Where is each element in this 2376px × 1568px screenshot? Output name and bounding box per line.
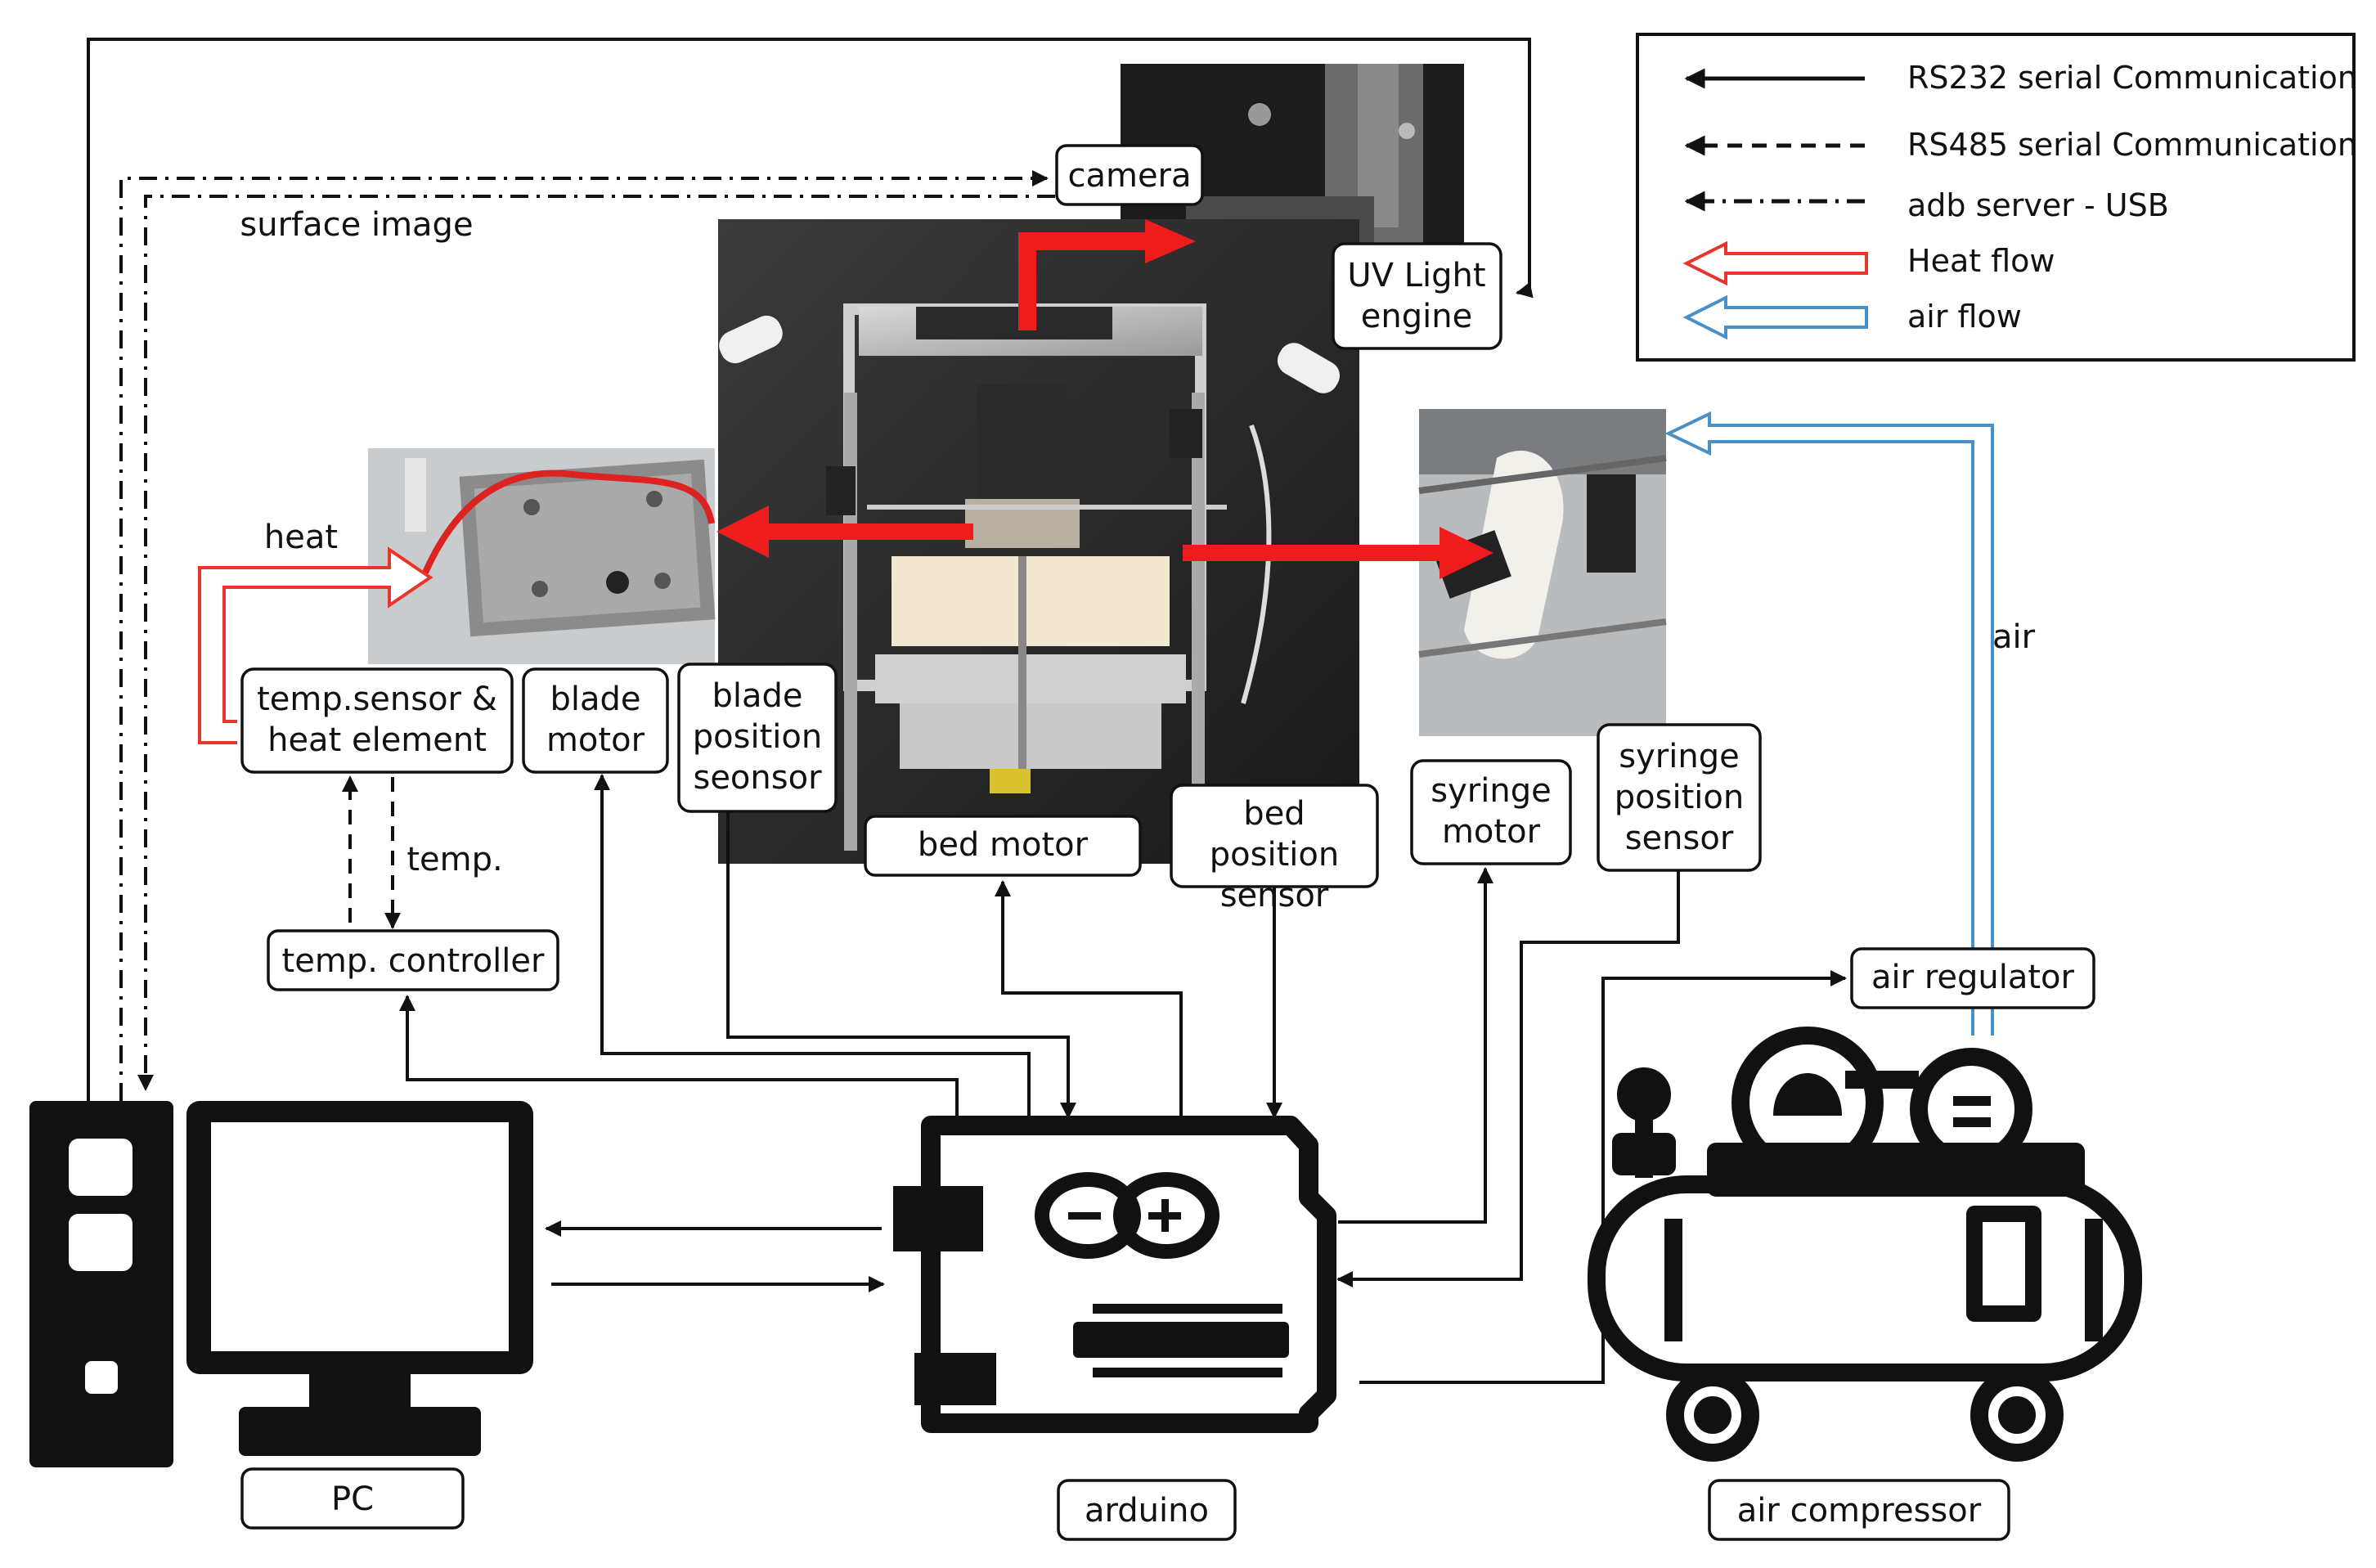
pc-label-box: [240, 1467, 465, 1530]
legend-air-arrow: [1682, 294, 1868, 340]
legend-heat-arrow: [1682, 240, 1868, 286]
blade-red-arrowhead: [716, 505, 769, 558]
legend-heat-label: Heat flow: [1907, 243, 2055, 279]
arduino-tempctrl-line: [399, 995, 959, 1122]
syringe-pos-line2: position: [1615, 779, 1744, 816]
legend-rs485-label: RS485 serial Communication: [1907, 127, 2357, 163]
bed-position-box: [1170, 784, 1379, 888]
temp-controller-label: temp. controller: [282, 942, 545, 980]
syringepos-arduino-line: [1336, 870, 1680, 1287]
air-compressor-label: air compressor: [1737, 1492, 1982, 1530]
pc-camera-adb-line: [119, 170, 1049, 1101]
pc-icon: [29, 1101, 533, 1467]
label-boxes: [240, 144, 2095, 1541]
arduino-label-box: [1057, 1479, 1237, 1541]
temp-sensor-line2: heat element: [267, 721, 487, 759]
pc-uv-rs232-line: [87, 38, 1531, 1101]
camera-pc-adb-line: [137, 195, 1055, 1091]
blade-pos-line3: seonsor: [693, 759, 822, 797]
legend: RS232 serial Communication RS485 serial …: [1636, 33, 2357, 362]
heat-element-photo: [368, 448, 716, 664]
pc-label: PC: [331, 1480, 374, 1518]
uv-red-path: [1018, 232, 1152, 330]
uv-label-line1: UV Light: [1347, 257, 1485, 294]
syringe-pos-line1: syringe: [1619, 738, 1739, 775]
arduino-syringemotor-line: [1338, 867, 1493, 1224]
labels: camera surface image UV Light engine hea…: [240, 157, 2074, 1530]
arduino-bedmotor-line: [995, 880, 1183, 1117]
arduino-blademotor-line: [594, 774, 1031, 1122]
pc-tower: [29, 1101, 173, 1467]
air-regulator-label: air regulator: [1871, 959, 2074, 996]
heat-flow-arrow: [198, 546, 433, 744]
blade-pos-line2: position: [693, 718, 822, 756]
temp-controller-box: [267, 929, 559, 991]
blade-position-box: [677, 663, 838, 813]
bladepos-arduino-line: [726, 811, 1076, 1119]
connections: [87, 38, 1847, 1384]
syringe-motor-box: [1410, 759, 1572, 865]
bed-pos-line2: position: [1210, 836, 1339, 874]
syringe-motor-line1: syringe: [1431, 772, 1551, 810]
syringe-photo: [1418, 409, 1667, 736]
syringe-pos-line3: sensor: [1625, 820, 1734, 857]
blade-motor-line2: motor: [546, 721, 645, 759]
syringe-motor-line2: motor: [1442, 813, 1541, 851]
motion-arrows: [716, 219, 1493, 579]
bed-motor-label: bed motor: [918, 826, 1089, 864]
air-label: air: [1992, 618, 2036, 656]
uv-label-line2: engine: [1361, 298, 1472, 335]
pc-uv-rs232-arrow: [1516, 281, 1534, 299]
blade-motor-box: [522, 667, 669, 774]
blade-motor-line1: blade: [550, 681, 640, 718]
uv-red-arrowhead: [1145, 219, 1196, 263]
arduino-airreg-line: [1359, 970, 1847, 1384]
camera-box: [1055, 144, 1204, 206]
heat-label: heat: [264, 519, 338, 556]
temp-signal-label: temp.: [406, 841, 502, 878]
syringe-position-box: [1597, 723, 1762, 872]
bed-pos-line1: bed: [1243, 795, 1305, 833]
air-flow-arrow: [1664, 411, 1994, 1036]
air-regulator-box: [1850, 947, 2095, 1009]
arduino-icon: [893, 1116, 1336, 1433]
temp-sensor-line1: temp.sensor &: [257, 681, 497, 718]
arduino-pins: [1073, 1304, 1289, 1377]
uv-engine-box: [1332, 242, 1502, 350]
surface-image-label: surface image: [240, 206, 473, 244]
air-compressor-icon: [1588, 1027, 2142, 1462]
printer-photo: [718, 219, 1359, 864]
legend-air-label: air flow: [1907, 299, 2022, 335]
legend-box: [1636, 33, 2356, 362]
legend-adb-label: adb server - USB: [1907, 187, 2169, 223]
compressor-label-box: [1708, 1479, 2010, 1541]
bed-motor-box: [864, 815, 1142, 877]
blade-pos-line1: blade: [712, 677, 802, 715]
syringe-red-arrowhead: [1440, 527, 1493, 579]
camera-label: camera: [1067, 157, 1191, 195]
temp-sensor-box: [240, 667, 514, 774]
legend-rs232-label: RS232 serial Communication: [1907, 60, 2357, 96]
bed-pos-line3: sensor: [1220, 877, 1329, 914]
arduino-label: arduino: [1085, 1492, 1209, 1530]
